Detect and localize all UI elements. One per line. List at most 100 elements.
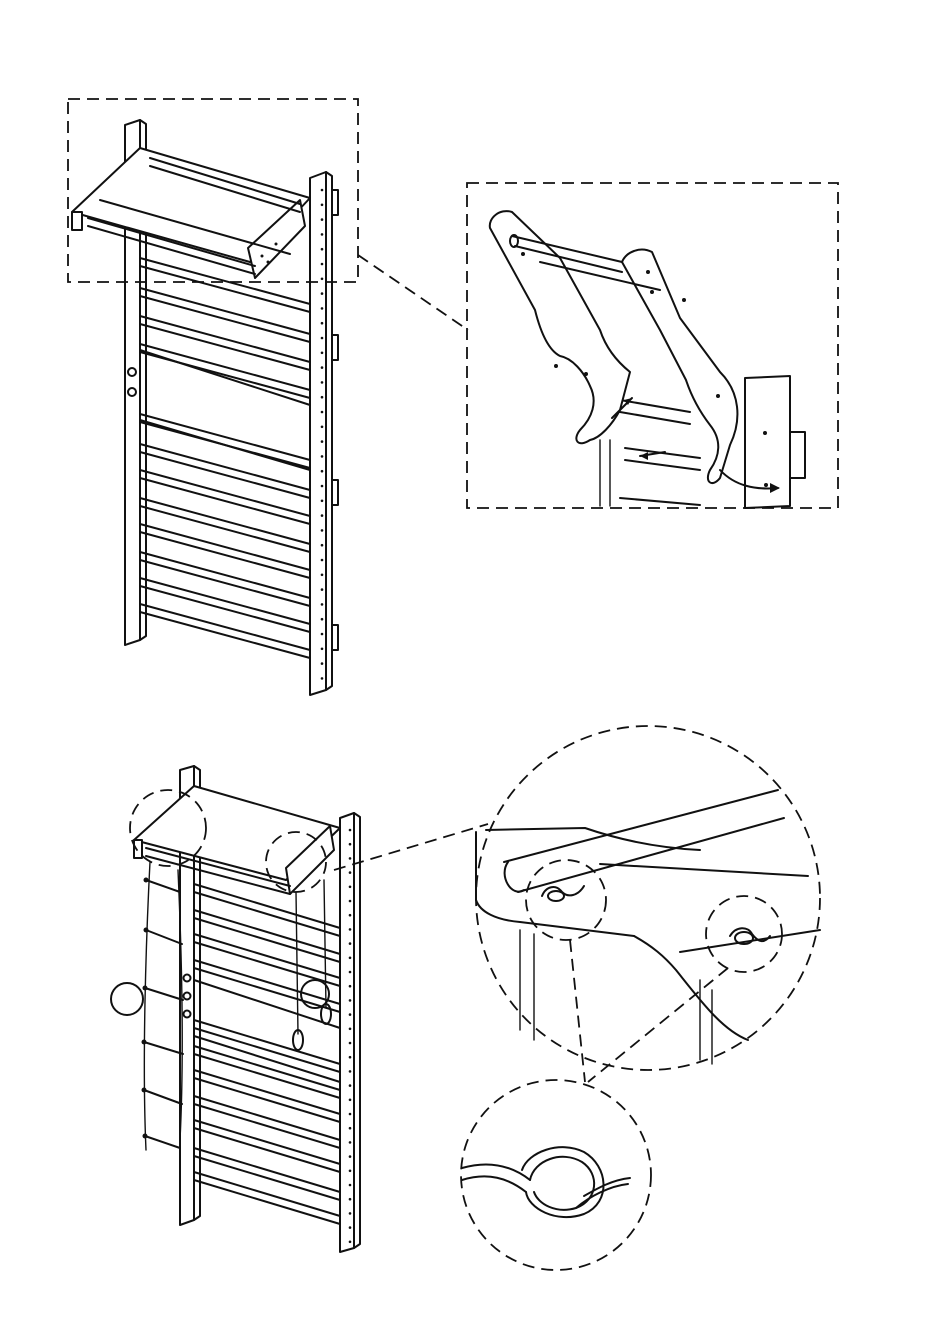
hole [349,985,352,988]
rung [194,960,340,1004]
hole [321,559,324,562]
step2-wall-bars [111,766,360,1252]
rung-edge [140,324,310,370]
rung [140,288,310,334]
rung-edge [194,1078,340,1122]
hole [321,396,324,399]
rung [194,910,340,954]
hole [349,1056,352,1059]
rung [140,578,310,624]
hole [321,278,324,281]
hole [321,500,324,503]
rung [140,552,310,598]
hole [321,233,324,236]
hole [321,440,324,443]
hole [349,1141,352,1144]
rung-edge [140,478,310,524]
hole [321,292,324,295]
hole [349,942,352,945]
hole [321,411,324,414]
step1-wall-bars [72,120,338,695]
rung [140,604,310,650]
hole [321,633,324,636]
hole [349,829,352,832]
rung-edge [140,532,310,578]
hole [349,957,352,960]
knot-closeup [461,1080,651,1270]
hole [321,426,324,429]
rung-edge [140,452,310,498]
rung [194,1096,340,1140]
hole [321,677,324,680]
rung-edge [194,1180,340,1224]
rung-edge [140,266,310,312]
hole [349,843,352,846]
rung-edge [140,506,310,552]
hole [321,529,324,532]
hole [349,1241,352,1244]
rung-edge [194,1028,340,1072]
hole [321,263,324,266]
hole [349,1127,352,1130]
rung [194,1148,340,1192]
hole [349,928,352,931]
rung-edge [140,612,310,658]
hole [321,485,324,488]
hole [349,1042,352,1045]
rung-edge [140,296,310,342]
rung [194,884,340,928]
hole [321,574,324,577]
hole [349,900,352,903]
hole [349,1113,352,1116]
hole [349,1099,352,1102]
rung [140,414,310,460]
rung [140,316,310,362]
rung [140,470,310,516]
hole [321,204,324,207]
hole [349,1013,352,1016]
knot-detail [476,726,820,1070]
rung [140,444,310,490]
rung [140,498,310,544]
rung-edge [140,560,310,606]
hole [321,588,324,591]
hole [321,381,324,384]
hole [321,544,324,547]
hole [349,1198,352,1201]
hole [321,648,324,651]
hole [321,455,324,458]
hole [349,1226,352,1229]
hole [321,352,324,355]
hole [349,1170,352,1173]
hole [321,470,324,473]
hole [321,218,324,221]
hole [349,1070,352,1073]
hole [349,999,352,1002]
hole [349,871,352,874]
hole [321,603,324,606]
hole [321,322,324,325]
rung-edge [140,586,310,632]
hole [321,618,324,621]
rung-edge [194,892,340,936]
hole [349,1028,352,1031]
hole [349,886,352,889]
hole [321,189,324,192]
hole [321,337,324,340]
rung-edge [194,968,340,1012]
hole [321,662,324,665]
rung [194,1046,340,1090]
rung [140,344,310,390]
hole [321,307,324,310]
hole [349,971,352,974]
hole [321,366,324,369]
hole [349,1212,352,1215]
rope-ladder [111,862,183,1150]
hole [349,1155,352,1158]
hole [321,248,324,251]
hole [349,914,352,917]
hole [349,857,352,860]
rear-hook-detail [467,183,838,508]
rung-edge [194,1128,340,1172]
